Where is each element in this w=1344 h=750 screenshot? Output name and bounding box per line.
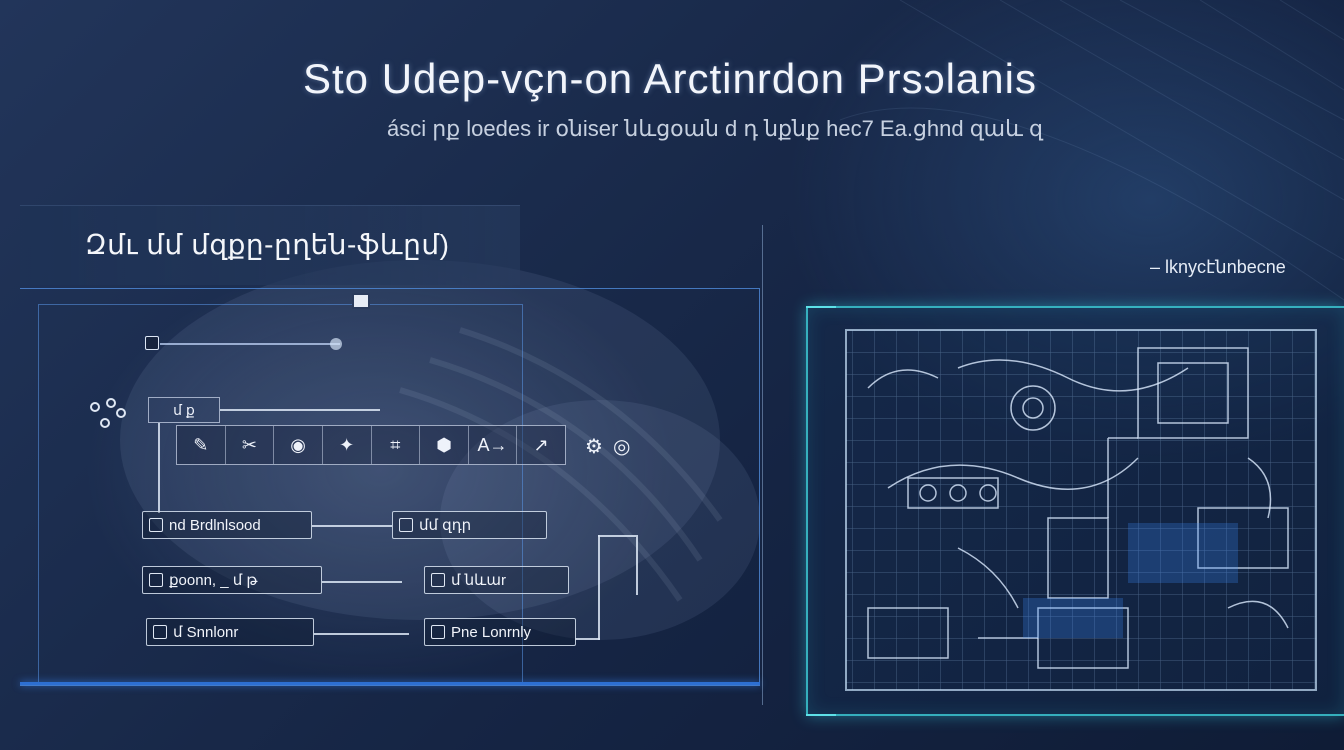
zoom-slider-end <box>330 338 342 350</box>
left-panel-frame <box>20 288 760 686</box>
node-icon <box>431 573 445 587</box>
zoom-slider-handle[interactable] <box>145 336 159 350</box>
flow-node-label: քoonn, _ մ թ <box>169 572 258 589</box>
flow-node-label: nd Brdlnlsood <box>169 516 261 534</box>
zoom-slider-track[interactable] <box>160 343 340 345</box>
corner-accent <box>806 714 836 716</box>
node-icon <box>431 625 445 639</box>
node-icon <box>149 573 163 587</box>
settings-icon[interactable]: ⚙ <box>585 435 603 458</box>
connector-line <box>312 525 392 527</box>
panel-divider <box>762 225 763 705</box>
blueprint-drawing <box>845 329 1317 691</box>
tool-eye-icon[interactable]: ◉ <box>274 426 323 464</box>
tree-structure-icon[interactable] <box>86 396 130 432</box>
tool-ruler-icon[interactable]: ✂ <box>226 426 275 464</box>
page-subtitle: ásci րք loedes ir օնiser նևցօան d դ նքնք… <box>386 116 1044 141</box>
flow-node-3[interactable]: քoonn, _ մ թ <box>142 566 322 594</box>
tool-cube-icon[interactable]: ⬢ <box>420 426 469 464</box>
blueprint-viewer[interactable] <box>806 306 1344 716</box>
tool-toolbar: ✎ ✂ ◉ ✦ ⌗ ⬢ A→ ↗ <box>176 425 566 465</box>
target-icon[interactable]: ◎ <box>612 435 631 458</box>
connector-line <box>158 423 160 513</box>
connector-line <box>636 535 638 595</box>
connector-line <box>598 535 636 537</box>
connector-line <box>220 409 380 411</box>
connector-line <box>322 581 402 583</box>
left-panel-header: Զմւ մմ մզքը-ըղեն-ֆևըմ) <box>20 205 520 285</box>
connector-line <box>598 535 600 640</box>
node-icon <box>153 625 167 639</box>
corner-accent <box>806 306 836 308</box>
flow-node-1[interactable]: nd Brdlnlsood <box>142 511 312 539</box>
toolbar-extra: ⚙ ◎ <box>585 428 675 464</box>
maximize-icon[interactable] <box>352 293 370 309</box>
flow-node-label: մ Snnlonr <box>173 624 239 641</box>
flow-node-6[interactable]: Pne Lonrnly <box>424 618 576 646</box>
flow-node-5[interactable]: մ Snnlonr <box>146 618 314 646</box>
tool-chart-icon[interactable]: ↗ <box>533 434 549 455</box>
flow-node-label: մ նևաr <box>451 572 506 589</box>
tool-link-icon[interactable]: ✦ <box>323 426 372 464</box>
page-title: Sto Udep-vçn-on Arctinrdon Prsɔlanis <box>303 55 1037 102</box>
tool-arrow-icon[interactable]: A→ <box>469 426 518 464</box>
mini-box[interactable]: մ ք <box>148 397 220 423</box>
flow-node-label: մմ զդր <box>419 517 472 534</box>
right-panel-label: – lknycէնnbecne <box>1150 257 1286 277</box>
left-panel-header-label: Զմւ մմ մզքը-ըղեն-ֆևըմ) <box>85 229 450 260</box>
left-panel-accent-bar <box>20 682 760 685</box>
flow-node-2[interactable]: մմ զդր <box>392 511 547 539</box>
connector-line <box>575 638 600 640</box>
node-icon <box>149 518 163 532</box>
node-icon <box>399 518 413 532</box>
tool-grid-icon[interactable]: ⌗ <box>372 426 421 464</box>
flow-node-label: Pne Lonrnly <box>451 623 532 641</box>
tool-pen-icon[interactable]: ✎ <box>177 426 226 464</box>
connector-line <box>314 633 409 635</box>
flow-node-4[interactable]: մ նևաr <box>424 566 569 594</box>
mini-box-label: մ ք <box>173 401 195 418</box>
